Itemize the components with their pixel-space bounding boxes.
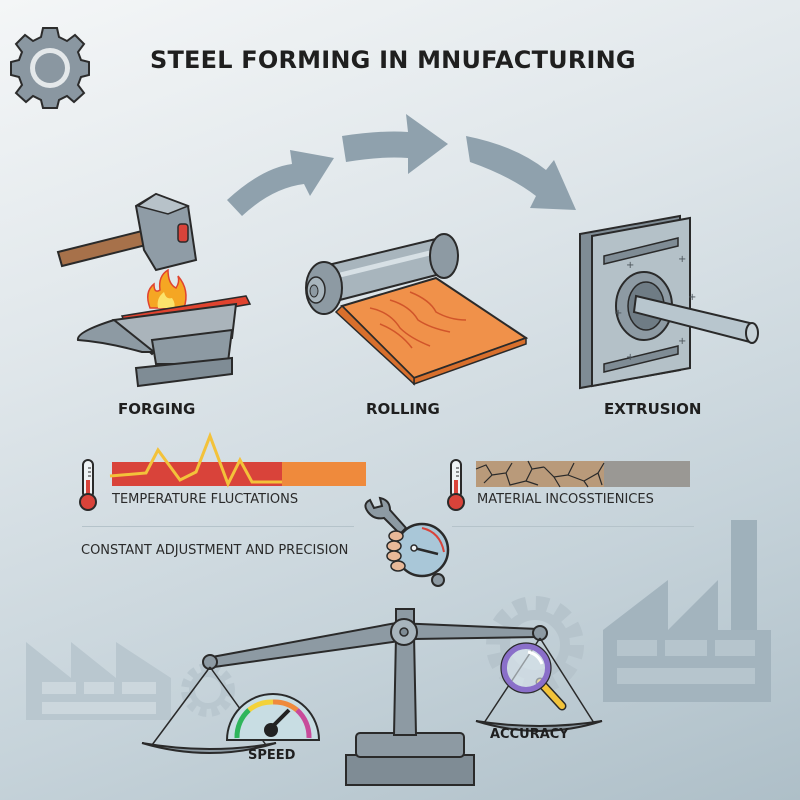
adjustment-label: CONSTANT ADJUSTMENT AND PRECISION: [81, 543, 349, 558]
balance-label-speed: SPEED: [248, 748, 296, 763]
roller-sheet-icon: [305, 233, 529, 386]
step-label-extrusion: EXTRUSION: [604, 400, 702, 418]
divider: [82, 526, 354, 527]
extrusion-die-icon: + + + + + +: [579, 214, 759, 390]
svg-text:+: +: [626, 352, 634, 363]
gear-icon: [10, 27, 90, 109]
flow-arrow-icon: [227, 150, 334, 216]
balance-label-accuracy: ACCURACY: [490, 727, 569, 742]
factory-background-left-icon: [26, 642, 171, 720]
temperature-bar: [109, 431, 366, 488]
flow-arrow-icon: [342, 114, 448, 174]
challenge-label-material: MATERIAL INCOSSTIENICES: [477, 492, 654, 507]
svg-text:+: +: [614, 308, 622, 319]
svg-text:+: +: [678, 254, 686, 265]
step-label-forging: FORGING: [118, 400, 196, 418]
wrench-gauge-icon: [364, 496, 450, 587]
svg-text:+: +: [626, 260, 634, 271]
thermometer-icon: [79, 459, 97, 511]
magnifier-icon: [500, 642, 567, 711]
challenge-label-temperature: TEMPERATURE FLUCTATIONS: [112, 492, 299, 507]
svg-text:+: +: [678, 336, 686, 347]
step-label-rolling: ROLLING: [366, 400, 440, 418]
speedometer-icon: [225, 693, 321, 741]
svg-text:+: +: [688, 292, 696, 303]
divider: [452, 526, 694, 527]
page-title: STEEL FORMING IN MNUFACTURING: [150, 46, 636, 74]
hammer-anvil-icon: [56, 192, 252, 388]
factory-background-right-icon: [603, 520, 771, 702]
material-bar: [475, 460, 690, 488]
thermometer-icon: [447, 459, 465, 511]
flow-arrow-icon: [466, 136, 576, 210]
